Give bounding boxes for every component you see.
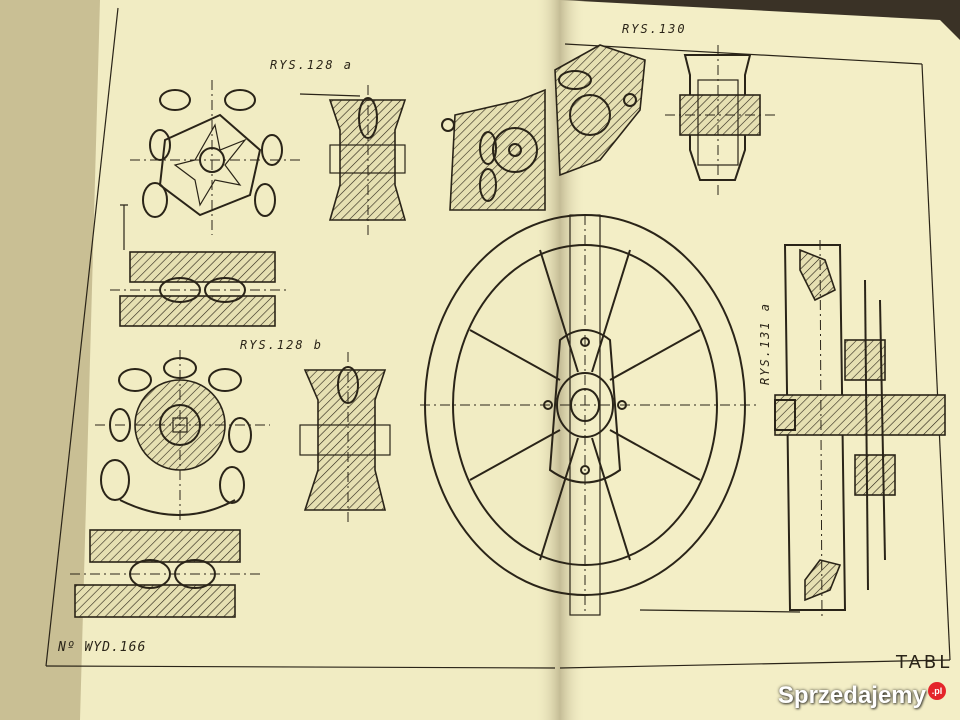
plate-label: TABL	[896, 652, 953, 673]
sprocket-128a-section	[299, 85, 407, 235]
sprocket-128a-front	[120, 80, 300, 250]
figure-label-rys-130: RYS.130	[622, 22, 687, 36]
figure-label-rys-128a: RYS.128 a	[270, 58, 354, 72]
sprocket-130-section	[665, 45, 775, 195]
sprocket-128b-front	[95, 350, 270, 520]
wheel-131a-section	[639, 239, 946, 621]
sprocket-128b-top	[70, 529, 260, 618]
watermark-brand: Sprzedajemy	[777, 682, 926, 709]
figure-label-rys-128b: RYS.128 b	[240, 338, 324, 352]
sprzedajemy-watermark: Sprzedajemy .pl	[778, 682, 946, 710]
left-frame-border	[45, 7, 119, 667]
sprocket-130-assembly	[441, 44, 646, 211]
spoked-wheel	[420, 214, 760, 616]
sprocket-128a-top	[110, 251, 290, 327]
sprocket-128b-section	[299, 352, 391, 525]
publication-number: Nº WYD.166	[58, 640, 147, 655]
left-page-edge	[0, 0, 110, 720]
watermark-tld: .pl	[928, 682, 946, 700]
right-page	[560, 0, 960, 720]
figure-label-rys-131a: RYS.131 a	[758, 301, 772, 385]
